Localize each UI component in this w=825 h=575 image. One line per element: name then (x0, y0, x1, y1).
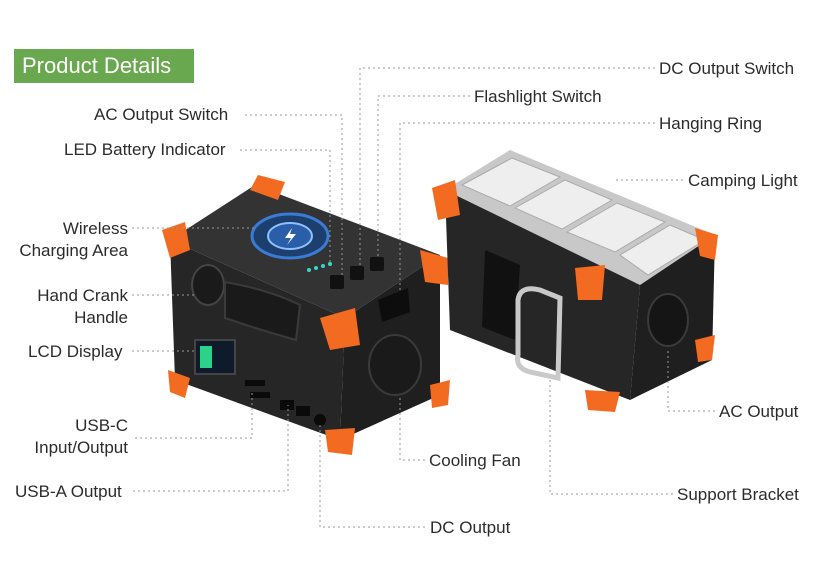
leader-lines (132, 67, 715, 528)
label-wireless-line1: Wireless (62, 219, 128, 238)
right-power-station (432, 150, 718, 412)
right-corner-bumpers (432, 180, 718, 412)
usb-c-port (245, 380, 265, 386)
leader-hanging-ring (399, 122, 655, 293)
leader-flashlight (377, 95, 470, 258)
flashlight-icon (378, 288, 410, 322)
label-led-battery-indicator: LED Battery Indicator (64, 140, 226, 159)
label-hand-crank-handle: Hand Crank Handle (10, 285, 128, 329)
leader-led-battery (240, 149, 331, 262)
leader-usba (133, 405, 289, 492)
label-usb-c-input-output: USB-C Input/Output (10, 415, 128, 459)
label-cooling-fan: Cooling Fan (429, 451, 521, 470)
crank-handle-groove (224, 280, 302, 342)
label-wireless-line2: Charging Area (19, 241, 128, 260)
dc-output-port (314, 414, 326, 426)
usb-a-port (280, 400, 294, 410)
right-device-side (445, 190, 640, 400)
lcd-readout (200, 346, 212, 368)
leader-ac-output-switch (245, 114, 343, 275)
leader-dc-output (319, 425, 425, 528)
label-ac-output-switch: AC Output Switch (94, 105, 229, 124)
label-usbc-line2: Input/Output (34, 438, 128, 457)
light-segments (460, 157, 707, 276)
leader-support-bracket (549, 378, 673, 495)
label-ac-output: AC Output (719, 402, 799, 421)
label-support-bracket: Support Bracket (677, 485, 799, 504)
ac-switch-button[interactable] (330, 275, 344, 289)
usb-a-port-2 (296, 406, 310, 416)
label-usbc-line1: USB-C (75, 416, 128, 435)
spec-label-plate (482, 250, 520, 340)
leader-cooling-fan (399, 395, 425, 461)
hand-crank-icon (191, 264, 225, 306)
left-corner-bumpers (162, 175, 450, 455)
leader-ac-output (667, 350, 715, 412)
left-power-station (162, 175, 450, 455)
label-hand-crank-line1: Hand Crank (37, 286, 128, 305)
label-flashlight-switch: Flashlight Switch (474, 87, 602, 106)
dc-switch-button[interactable] (350, 266, 364, 280)
label-hand-crank-line2: Handle (74, 308, 128, 327)
label-wireless-charging-area: Wireless Charging Area (10, 218, 128, 262)
leader-dc-output-switch (359, 67, 655, 268)
support-bracket (515, 286, 563, 382)
label-camping-light: Camping Light (688, 171, 798, 190)
flashlight-switch-button[interactable] (370, 257, 384, 271)
label-dc-output-switch: DC Output Switch (659, 59, 795, 78)
leader-usbc (135, 390, 253, 439)
label-dc-output: DC Output (430, 518, 511, 537)
usb-c-port-2 (250, 392, 270, 398)
label-lcd-display: LCD Display (28, 342, 123, 361)
bolt-icon (285, 228, 296, 245)
cooling-fan-grille (368, 334, 422, 396)
page-title: Product Details (14, 49, 194, 83)
label-usb-a-output: USB-A Output (15, 482, 122, 501)
ac-outlet (647, 293, 689, 347)
led-battery-dots (307, 262, 332, 272)
label-hanging-ring: Hanging Ring (659, 114, 763, 133)
